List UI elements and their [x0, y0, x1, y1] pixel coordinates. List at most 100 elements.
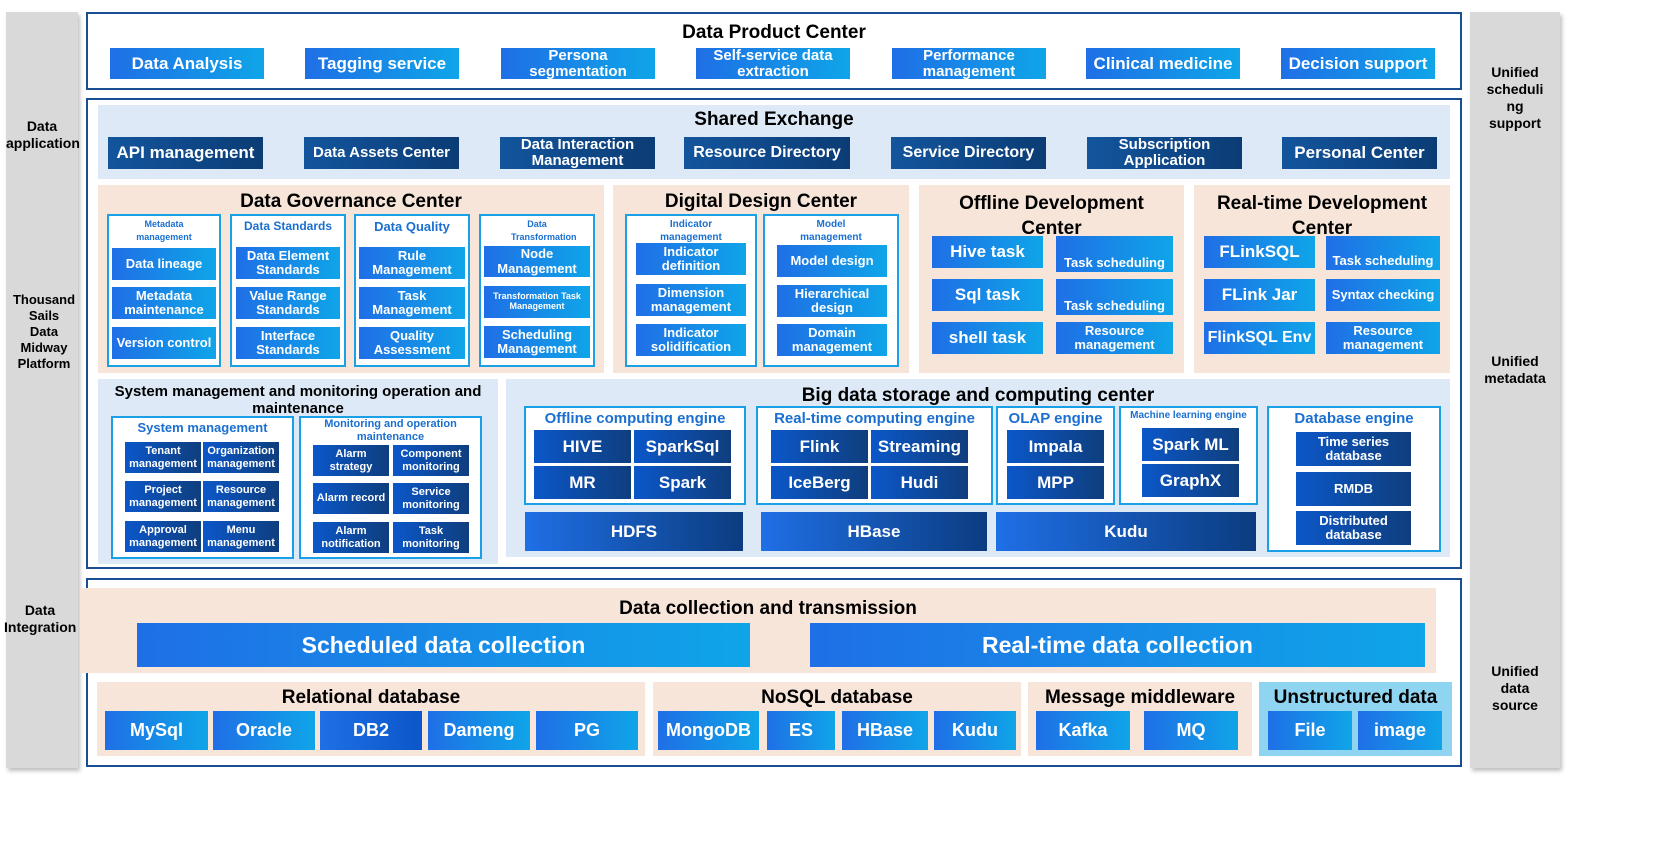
group-title: Monitoring and operation maintenance [324, 418, 457, 443]
source-item: PG [536, 711, 638, 750]
monitor-item: Component monitoring [393, 445, 469, 476]
message-middleware: Message middleware Kafka MQ [1028, 682, 1252, 756]
design-item: Domain management [777, 324, 887, 356]
source-item: Oracle [213, 711, 315, 750]
governance-item: Node Management [484, 246, 590, 277]
machine-learning-engine: Machine learning engine Spark ML GraphX [1119, 406, 1258, 505]
data-governance-center: Data Governance Center Metadata manageme… [98, 185, 604, 373]
data-transformation-group: Data Transformation Node Management Tran… [479, 214, 595, 367]
source-item: image [1358, 711, 1442, 750]
exchange-item: Data Interaction Management [500, 137, 655, 169]
storage-item: HBase [761, 512, 987, 551]
realtime-dev-item: FlinkSQL Env [1204, 322, 1315, 354]
system-management-group: System management Tenant management Orga… [111, 416, 294, 559]
data-collection-transmission: Data collection and transmission Schedul… [80, 588, 1436, 673]
label-unified-scheduling: Unified scheduli ng support [1486, 64, 1544, 131]
system-item: Tenant management [125, 442, 201, 473]
design-item: Model design [777, 245, 887, 277]
source-item: HBase [842, 711, 928, 750]
nosql-database: NoSQL database MongoDB ES HBase Kudu [653, 682, 1021, 756]
offline-dev-item: Hive task [932, 236, 1043, 268]
realtime-dev-item: Task scheduling [1326, 236, 1440, 270]
design-item: Indicator solidification [636, 324, 746, 356]
engine-item: Impala [1007, 430, 1104, 463]
big-data-center: Big data storage and computing center Of… [506, 379, 1450, 557]
engine-item: RMDB [1296, 472, 1411, 506]
right-sidebar [1470, 12, 1560, 768]
product-item: Data Analysis [110, 48, 264, 79]
source-item: Kafka [1036, 711, 1130, 750]
data-product-center: Data Product Center Data Analysis Taggin… [86, 12, 1462, 90]
product-center-title: Data Product Center [682, 22, 866, 43]
engine-item: Streaming [871, 430, 968, 463]
unstructured-title: Unstructured data [1273, 687, 1438, 708]
source-item: File [1268, 711, 1352, 750]
left-sidebar [6, 12, 78, 768]
shared-exchange-title: Shared Exchange [694, 109, 854, 130]
engine-item: GraphX [1142, 464, 1239, 497]
engine-item: MPP [1007, 466, 1104, 499]
product-item: Clinical medicine [1086, 48, 1240, 79]
offline-computing-engine: Offline computing engine HIVE SparkSql M… [524, 406, 746, 505]
exchange-item: API management [108, 137, 263, 169]
engine-item: Spark [634, 466, 731, 499]
indicator-management-group: Indicator management Indicator definitio… [625, 214, 757, 367]
label-platform: Thousand Sails Data Midway Platform [12, 292, 76, 371]
governance-item: Rule Management [359, 247, 465, 279]
engine-item: Distributed database [1296, 511, 1411, 545]
product-item: Persona segmentation [501, 47, 655, 79]
group-title: Data Quality [374, 219, 450, 234]
engine-item: SparkSql [634, 430, 731, 463]
engine-item: MR [534, 466, 631, 499]
realtime-computing-engine: Real-time computing engine Flink Streami… [756, 406, 993, 505]
design-title: Digital Design Center [664, 191, 858, 212]
realtime-dev-item: Resource management [1326, 322, 1440, 354]
group-title: Data Transformation [511, 219, 577, 242]
exchange-item: Personal Center [1282, 137, 1437, 169]
monitoring-maintenance-group: Monitoring and operation maintenance Ala… [299, 416, 482, 559]
product-item: Decision support [1281, 48, 1435, 79]
mq-title: Message middleware [1044, 687, 1236, 708]
governance-item: Quality Assessment [359, 327, 465, 359]
data-standards-group: Data Standards Data Element Standards Va… [230, 214, 346, 367]
engine-item: Hudi [871, 466, 968, 499]
engine-item: HIVE [534, 430, 631, 463]
relational-database: Relational database MySql Oracle DB2 Dam… [97, 682, 645, 756]
source-item: DB2 [320, 711, 422, 750]
storage-item: HDFS [525, 512, 743, 551]
monitor-item: Alarm notification [313, 522, 389, 553]
governance-item: Transformation Task Management [484, 286, 590, 318]
design-item: Indicator definition [636, 243, 746, 275]
governance-item: Task Management [359, 287, 465, 319]
engine-item: Time series database [1296, 432, 1411, 466]
engine-item: Spark ML [1142, 428, 1239, 461]
group-title: Real-time computing engine [774, 410, 975, 427]
source-item: ES [767, 711, 835, 750]
realtime-collection: Real-time data collection [810, 623, 1425, 667]
metadata-management-group: Metadata management Data lineage Metadat… [107, 214, 221, 367]
engine-item: IceBerg [771, 466, 868, 499]
governance-item: Metadata maintenance [112, 287, 216, 319]
collection-title: Data collection and transmission [619, 598, 917, 619]
group-title: System management [137, 420, 268, 435]
group-title: Model management [800, 219, 862, 243]
source-item: Kudu [934, 711, 1016, 750]
digital-design-center: Digital Design Center Indicator manageme… [613, 185, 909, 373]
governance-item: Interface Standards [236, 327, 340, 359]
governance-title: Data Governance Center [240, 191, 462, 212]
realtime-dev-item: Syntax checking [1326, 279, 1440, 311]
realtime-dev-item: FLinkSQL [1204, 236, 1315, 268]
scheduled-collection: Scheduled data collection [137, 623, 750, 667]
source-item: MQ [1144, 711, 1238, 750]
offline-dev-item: Task scheduling [1056, 279, 1173, 315]
exchange-item: Data Assets Center [304, 137, 459, 169]
monitor-item: Service monitoring [393, 483, 469, 514]
governance-item: Scheduling Management [484, 326, 590, 358]
unstructured-data: Unstructured data File image [1259, 682, 1452, 756]
offline-dev-item: shell task [932, 322, 1043, 354]
source-item: MySql [105, 711, 208, 750]
realtime-dev-title: Real-time Development Center [1216, 193, 1428, 239]
group-title: Indicator management [660, 219, 722, 243]
nosql-title: NoSQL database [761, 687, 913, 708]
offline-dev-title: Offline Development Center [959, 193, 1144, 239]
